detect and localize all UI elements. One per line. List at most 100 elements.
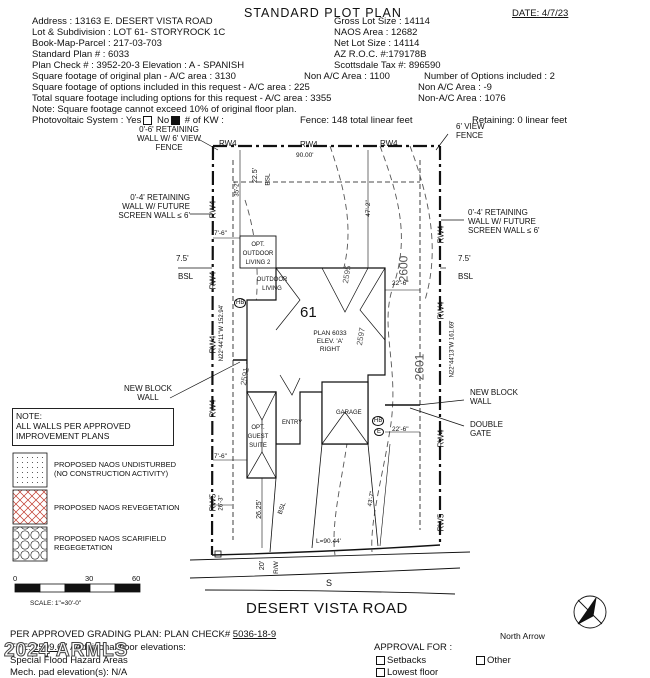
fence-value: Fence: 148 — [300, 115, 348, 126]
rw-right-1: RW4 — [436, 225, 446, 244]
rw5-left: RW5 — [208, 493, 218, 512]
pv-kw-label: # of KW : — [184, 115, 224, 127]
grading-plan-row: PER APPROVED GRADING PLAN: PLAN CHECK# 5… — [10, 630, 276, 640]
ffe-label: FFE: — [10, 642, 31, 653]
note-box: NOTE: ALL WALLS PER APPROVED IMPROVEMENT… — [12, 408, 174, 446]
retaining-value: Retaining: 0 — [472, 115, 523, 126]
other-checkbox[interactable] — [476, 656, 485, 665]
grading-plan-label: PER APPROVED GRADING PLAN: PLAN CHECK# — [10, 629, 231, 640]
callout-new-block-wall-right: NEW BLOCK WALL — [470, 388, 519, 406]
road-name: DESERT VISTA ROAD — [246, 600, 408, 617]
callout-retaining-view-fence: 0'-6' RETAINING WALL W/ 6' VIEW FENCE — [136, 125, 202, 152]
mech-pad-row: Mech. pad elevation(s): N/A — [10, 668, 127, 678]
total-sqft-row: Total square footage including options f… — [32, 93, 332, 104]
approval-label: APPROVAL FOR : — [374, 642, 453, 653]
az-roc: AZ R.O.C. #:179178B — [334, 49, 427, 60]
dim-22-6-lower: 22'-6" — [392, 426, 409, 433]
options-count: Number of Options included : 2 — [424, 71, 555, 82]
page-title: STANDARD PLOT PLAN — [244, 6, 402, 20]
scale-bar — [14, 583, 141, 593]
net-lot-size: Net Lot Size : 14114 — [334, 38, 420, 49]
rw-left-2: RW4 — [208, 271, 218, 290]
hose-bib-rear: HB — [234, 298, 247, 308]
legend-swatch-undisturbed — [12, 452, 48, 488]
scottsdale-tax: Scottsdale Tax #: 896590 — [334, 60, 441, 71]
original-non-ac: Non A/C Area : 1100 — [304, 71, 390, 82]
pv-no-checkbox[interactable] — [171, 116, 181, 125]
legend-undisturbed-label: PROPOSED NAOS UNDISTURBED (NO CONSTRUCTI… — [54, 460, 177, 478]
rw-top-left: RW4 — [219, 139, 237, 148]
lot-number: 61 — [300, 304, 317, 321]
bsl-left-label: BSL — [178, 272, 194, 281]
bearing-right: N22°44'13"W 161.69' — [449, 320, 456, 378]
road — [189, 551, 471, 595]
watermark: 2024 ARMLS — [3, 640, 129, 662]
block-walls — [233, 359, 420, 406]
original-sqft-row: Square footage of original plan - A/C ar… — [32, 71, 236, 82]
callout-retaining-right: 0'-4' RETAINING WALL W/ FUTURE SCREEN WA… — [468, 208, 540, 235]
ffe-value: 2599.67 — [33, 642, 68, 653]
opt-outdoor-box — [239, 235, 277, 269]
dim-22-6-upper: 22'-6" — [392, 280, 409, 287]
rw-top-mid: RW4 — [300, 140, 318, 149]
walls-note: NOTE: ALL WALLS PER APPROVED IMPROVEMENT… — [16, 411, 131, 441]
other-label: Other — [487, 655, 511, 667]
callout-leaders — [169, 133, 465, 427]
dim-35-2: 35'-2" — [234, 181, 241, 197]
rw-left-4: RW4 — [208, 399, 218, 418]
north-arrow-symbol — [573, 595, 607, 629]
pv-no-label: No — [156, 115, 170, 127]
bsl-left-value: 7.5' — [176, 254, 189, 263]
dim-front-setback: 22.5' — [251, 168, 259, 183]
contour-label-2601: 2601 — [412, 353, 427, 381]
bsl-top: BSL — [264, 173, 272, 186]
grading-plan-check: 5036-18-9 — [232, 629, 277, 640]
lot-boundary — [210, 144, 442, 556]
flood-hazard-label: Special Flood Hazard Areas — [10, 655, 128, 666]
callout-view-fence: 6' VIEW FENCE — [456, 122, 485, 140]
legend-revegetation-label: PROPOSED NAOS REVEGETATION — [54, 503, 180, 512]
lowest-floor-label: Lowest floor — [387, 667, 439, 678]
setbacks-label: Setbacks — [387, 655, 427, 667]
gross-lot-size: Gross Lot Size : 14114 — [334, 16, 430, 27]
bsl-right-value: 7.5' — [458, 254, 471, 263]
bearing-left: N22°44'11"W 152.94' — [219, 304, 226, 362]
dim-26-25: 26.25' — [255, 500, 263, 519]
legend-swatch-revegetation — [12, 489, 48, 525]
rw-top-right: RW4 — [380, 139, 398, 148]
driveways — [269, 443, 379, 553]
hose-bib-front: HB — [372, 416, 385, 426]
row-dimension: 20' — [259, 560, 267, 571]
rw5-right: RW5 — [436, 513, 446, 532]
setbacks-checkbox[interactable] — [376, 656, 385, 665]
dim-lot-width: 90.00' — [296, 152, 314, 159]
options-non-ac: Non A/C Area : -9 — [418, 82, 492, 93]
opt-guest-suite-label: OPT. GUEST SUITE — [247, 425, 269, 449]
approval-lowest-floor: Lowest floor — [374, 668, 438, 678]
floor-elevation-row: FFE: 2599.67 / Additional floor elevatio… — [10, 643, 186, 653]
dim-arc-length: L=90.44' — [316, 538, 341, 545]
north-arrow-label: North Arrow — [500, 631, 545, 641]
callout-retaining-left: 0'-4' RETAINING WALL W/ FUTURE SCREEN WA… — [118, 193, 190, 220]
plan-date: DATE: 4/7/23 — [512, 8, 569, 19]
lot-subdivision-row: Lot & Subdivision : LOT 61- STORYROCK 1C — [32, 27, 226, 38]
right-of-way-label: R/W — [272, 561, 280, 574]
retaining-unit: linear feet — [525, 115, 568, 126]
scale-label: SCALE: 1"=30'-0" — [30, 600, 82, 607]
dim-7-6-upper: 7'-6" — [214, 230, 227, 237]
opt-outdoor-living-label: OPT. OUTDOOR LIVING 2 — [242, 242, 274, 266]
lowest-floor-checkbox[interactable] — [376, 668, 385, 677]
sewer-mark: S — [326, 578, 333, 588]
entry-label: ENTRY — [282, 420, 303, 426]
options-sqft-row: Square footage of options included in th… — [32, 82, 310, 93]
address-row: Address : 13163 E. DESERT VISTA ROAD — [32, 16, 213, 27]
outdoor-living-label: OUTDOOR LIVING — [256, 277, 288, 292]
pv-yes-checkbox[interactable] — [143, 116, 153, 125]
scale-tick-30: 30 — [85, 574, 94, 583]
dim-26-3: 26'-3" — [218, 495, 225, 511]
scale-tick-60: 60 — [132, 574, 141, 583]
fence-row: Fence: 148 total linear feet — [300, 116, 413, 126]
callout-new-block-wall-left: NEW BLOCK WALL — [123, 384, 172, 402]
fence-unit: total linear feet — [350, 115, 413, 126]
additional-floor-label: / Additional floor elevations: — [70, 642, 186, 653]
